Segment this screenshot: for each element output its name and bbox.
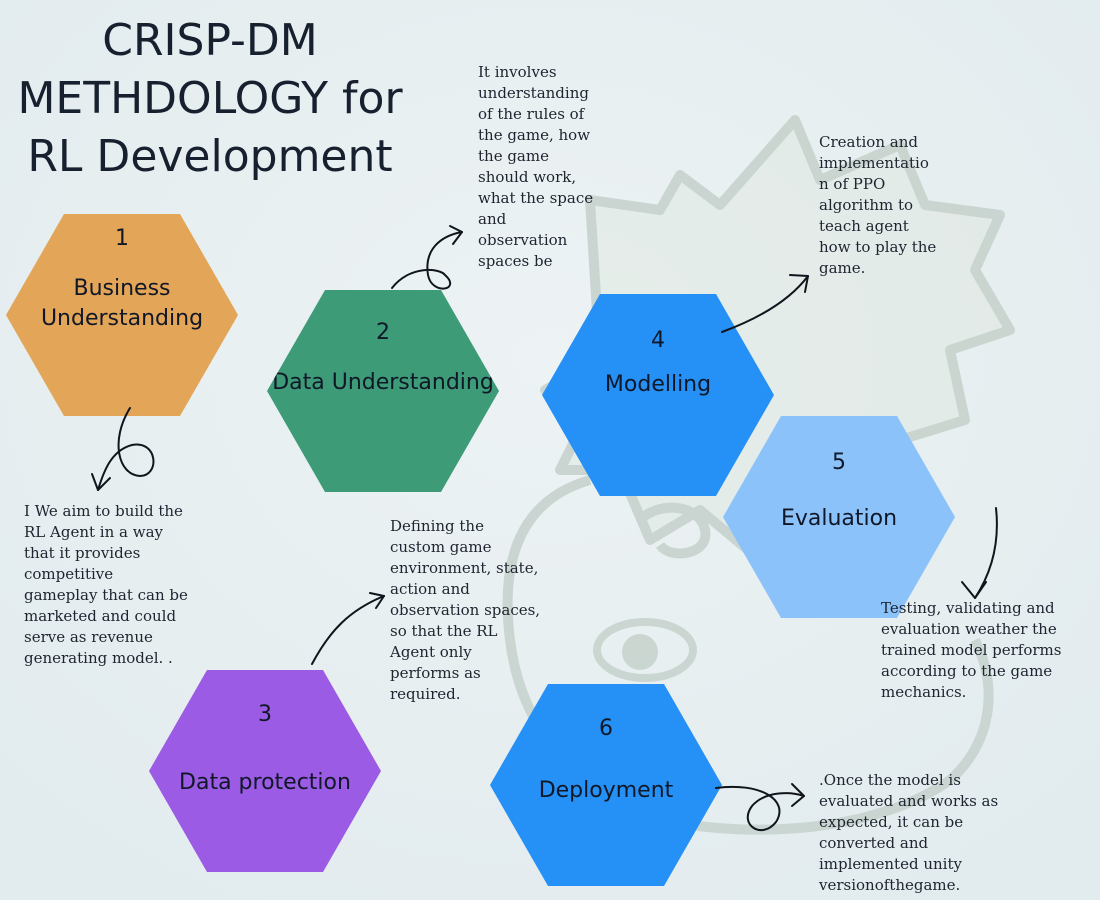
stage-hexagon-deployment: 6 Deployment [490, 684, 722, 886]
title-line-3: RL Development [27, 131, 393, 182]
stage-label: Business Understanding [40, 276, 204, 331]
stage-hexagon-data-protection: 3 Data protection [149, 670, 381, 872]
stage-hexagon-evaluation: 5 Evaluation [723, 416, 955, 618]
stage-number: 2 [376, 320, 390, 345]
stage-number: 4 [651, 328, 665, 353]
title-line-1: CRISP-DM [102, 15, 318, 66]
description-data-understanding: It involves understanding of the rules o… [478, 63, 594, 270]
stage-label: Evaluation [780, 506, 898, 531]
stage-label: Modelling [604, 372, 712, 397]
stage-number: 1 [115, 226, 129, 251]
description-deployment: .Once the model is evaluated and works a… [819, 771, 999, 894]
stage-number: 3 [258, 702, 272, 727]
description-business-understanding: I We aim to build the RL Agent in a way … [24, 502, 188, 667]
description-modelling: Creation and implementatio n of PPO algo… [819, 133, 937, 277]
description-evaluation: Testing, validating and evaluation weath… [881, 599, 1062, 701]
diagram-title: CRISP-DM METHDOLOGY for RL Development [10, 12, 410, 186]
stage-label: Data protection [179, 770, 351, 795]
description-data-protection: Defining the custom game environment, st… [390, 517, 541, 703]
title-line-2: METHDOLOGY for [17, 73, 403, 124]
stage-label: Deployment [538, 778, 674, 803]
stage-number: 6 [599, 716, 613, 741]
stage-label: Data Understanding [272, 370, 494, 395]
stage-number: 5 [832, 450, 846, 475]
